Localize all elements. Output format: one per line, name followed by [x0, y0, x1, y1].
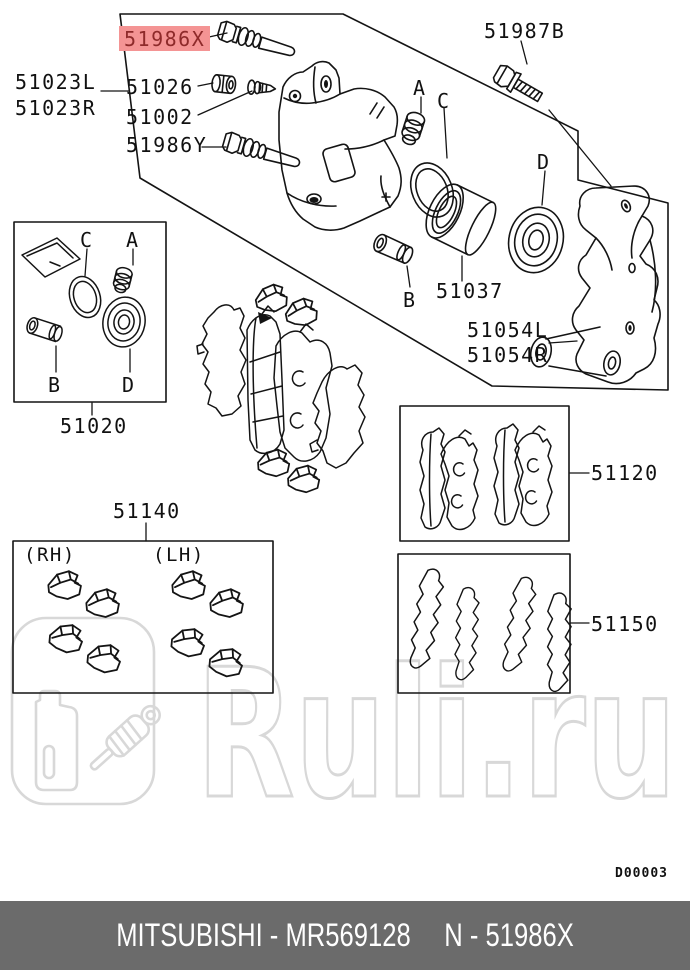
footer-part-number: N - 51986X: [444, 917, 574, 953]
bleeder-51002-drawing: [247, 79, 277, 95]
part-label-51023r: 51023R: [15, 96, 97, 120]
part-label-51987b: 51987B: [484, 19, 566, 43]
leader-lines: [55, 32, 612, 624]
piston-seal-c-drawing: [409, 162, 455, 218]
bracket-51054-drawing: [529, 185, 661, 385]
piston-51037-drawing: [425, 183, 497, 256]
part-label-51986y: 51986Y: [126, 133, 208, 157]
pad-assembly-drawing: [196, 281, 366, 495]
bushing-a-drawing: [401, 111, 426, 146]
part-label-51026: 51026: [126, 75, 194, 99]
part-label-51120: 51120: [591, 461, 659, 485]
guide-pin-51986x-drawing: [215, 19, 299, 62]
watermark-text: Ruli.ru: [196, 631, 677, 839]
watermark-logo: [10, 616, 162, 806]
bolt-51987b-drawing: [492, 64, 544, 103]
part-label-51054r: 51054R: [467, 343, 549, 367]
footer-brand-part: MITSUBISHI - MR569128: [116, 917, 411, 953]
part-label-51140: 51140: [113, 499, 181, 523]
part-label-51150: 51150: [591, 612, 659, 636]
part-label-51037: 51037: [436, 279, 504, 303]
watermark-wordmark: Ruli.ru: [195, 629, 678, 839]
ref-letter-c-main: C: [437, 89, 451, 113]
assembly-outline: [119, 13, 669, 391]
clip-kit-box: [12, 540, 274, 694]
seal-kit-contents-drawing: [21, 237, 146, 348]
drawing-code: D00003: [615, 866, 668, 881]
clip-kit-contents-drawing: [46, 569, 245, 679]
footer-bar: MITSUBISHI - MR569128 N - 51986X: [0, 901, 690, 970]
ref-letter-a-kit: A: [126, 228, 140, 252]
caliper-body-drawing: [278, 60, 402, 231]
ref-label-lh: (LH): [153, 544, 205, 566]
pad-kit-box: [399, 405, 570, 542]
ref-letter-d-kit: D: [122, 373, 136, 397]
part-label-51054l: 51054L: [467, 318, 549, 342]
part-label-51023l: 51023L: [15, 70, 97, 94]
lock-pin-b-drawing: [373, 233, 414, 264]
guide-pin-51986y-drawing: [220, 130, 304, 173]
cap-51026-drawing: [211, 74, 237, 95]
ref-letter-b-main: B: [403, 288, 417, 312]
part-label-51002: 51002: [126, 105, 194, 129]
pad-kit-contents-drawing: [419, 423, 553, 531]
ref-label-rh: (RH): [24, 544, 76, 566]
ref-letter-a-main: A: [413, 76, 427, 100]
ref-letter-d-main: D: [537, 150, 551, 174]
ref-letter-b-kit: B: [48, 373, 62, 397]
part-label-51020: 51020: [60, 414, 128, 438]
seal-kit-box: [13, 221, 167, 403]
ref-letter-c-kit: C: [80, 228, 94, 252]
part-label-51986x-highlighted: 51986X: [119, 26, 211, 51]
piston-boot-d-drawing: [507, 206, 565, 274]
